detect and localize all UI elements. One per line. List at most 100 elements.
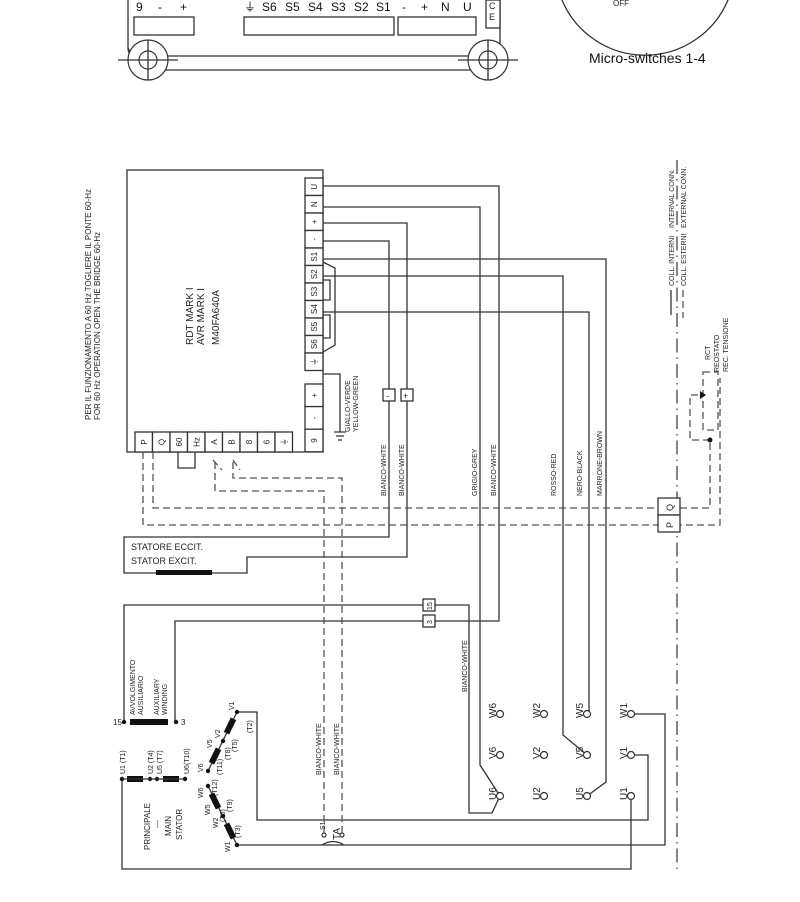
terminal-ground: ⏚ (274, 431, 294, 453)
stud-w2: W2 (532, 703, 549, 719)
label-v6: V6 (198, 763, 205, 772)
svg-text:+: + (310, 393, 319, 398)
label-v2: V2 (215, 729, 222, 738)
avr-model: M40FA640A (211, 290, 222, 345)
avr-board-top-view: 9 - + ⏚ S6 S5 S4 S3 S2 S1 - + N U C E (118, 0, 518, 81)
wire-label-white: BIANCO-WHITE (491, 444, 498, 496)
terminal-s5: S5 (285, 0, 300, 14)
marker-minus: - (386, 391, 389, 401)
ta-label: TA (332, 828, 343, 840)
svg-text:W6: W6 (488, 703, 499, 718)
aux-en-1: AUXILIARY (154, 678, 161, 715)
terminal-p: P (665, 522, 675, 528)
terminal-p-box (657, 514, 681, 533)
bridge-s1-s6 (322, 261, 336, 353)
label-t11: (T11) (217, 759, 224, 775)
stud-w1: W1 (619, 703, 636, 719)
stud-u6: U6 (488, 787, 505, 801)
stator-dash: — (153, 820, 162, 828)
bridge-s4-s5 (323, 314, 331, 339)
label-v5: V5 (207, 739, 214, 748)
terminal-s6: S6 (304, 334, 324, 354)
rheostat-en: REC. TENSIONE (723, 317, 730, 372)
exciter-en: STATOR EXCIT. (131, 556, 197, 566)
terminal-s3: S3 (304, 282, 324, 302)
switch-state: OFF (613, 0, 629, 8)
svg-text:⏚: ⏚ (310, 358, 319, 366)
wire-label-ta-2: BIANCO-WHITE (334, 723, 341, 775)
wire-label-exc-plus: BIANCO-WHITE (399, 444, 406, 496)
note-en: FOR 60 Hz OPERATION OPEN THE BRIDGE 60-H… (93, 232, 102, 420)
rheostat-arrow-icon (700, 391, 706, 399)
ta-s1: S1 (320, 821, 327, 830)
terminal-s3: S3 (331, 0, 346, 14)
stud-w5: W5 (575, 703, 592, 719)
wire-label-grey: GRIGIO-GREY (472, 448, 479, 496)
stator-en-1: MAIN (164, 816, 173, 836)
terminal-s1: S1 (304, 247, 324, 267)
aux-it-1: AVVOLGIMENTO (130, 659, 137, 715)
svg-text:V6: V6 (488, 746, 499, 759)
label-u6: U6(T10) (184, 748, 191, 774)
terminal-s2: S2 (354, 0, 369, 14)
aux-en-2: WINDING (162, 684, 169, 715)
avr-unit: RDT MARK I AVR MARK I M40FA640A UN+-S1S2… (126, 169, 324, 453)
svg-text:-: - (310, 238, 319, 241)
marker-plus: + (403, 391, 408, 401)
label-w1: W1 (225, 841, 232, 852)
bridge-s2-s3 (323, 279, 331, 301)
terminal-minus-2: - (402, 0, 406, 14)
label-t12: (T12) (212, 779, 219, 796)
terminal-8: 8 (239, 431, 259, 453)
label-t2: (T2) (247, 720, 254, 733)
legend-external-en: EXTERNAL CONN. (681, 167, 688, 228)
terminal-b: B (221, 431, 241, 453)
terminal-60: 60 (169, 431, 189, 453)
stud-w6: W6 (488, 703, 505, 719)
terminal-s2: S2 (304, 264, 324, 284)
svg-text:S4: S4 (310, 304, 319, 314)
side-label-e: E (489, 12, 495, 22)
mount-hole-right (458, 39, 518, 81)
svg-text:Q: Q (157, 439, 166, 445)
svg-text:S5: S5 (310, 321, 319, 331)
label-u2: U2 (T4) (148, 750, 155, 774)
svg-text:⏚: ⏚ (280, 438, 289, 446)
terminal-s5: S5 (304, 317, 324, 337)
terminal-n: N (441, 0, 450, 14)
label-t3: (T3) (235, 825, 242, 838)
svg-text:-: - (310, 416, 319, 419)
stud-v2: V2 (532, 746, 549, 760)
terminal-minus: - (158, 0, 162, 14)
terminal-plus-2: + (421, 0, 428, 14)
wires (121, 185, 666, 870)
svg-text:Hz: Hz (192, 437, 201, 447)
label-t6: (T6) (220, 809, 227, 822)
rheostat-code: RCT (705, 345, 712, 360)
terminal-minus: - (304, 405, 324, 430)
svg-text:9: 9 (310, 438, 319, 443)
terminal-minus: - (304, 229, 324, 249)
exciter-it: STATORE ECCIT. (131, 542, 203, 552)
wire-label-aux-white: BIANCO-WHITE (462, 640, 469, 692)
lower-right-terminal-strip: + - 9 (304, 383, 324, 453)
aux-it-2: AUSILIARIO (138, 675, 145, 715)
legend-internal-it: COLL. INTERNI (669, 236, 676, 286)
label-w5: W5 (205, 804, 212, 815)
terminal-6: 6 (256, 431, 276, 453)
exciter-winding-icon (156, 570, 212, 575)
micro-switches: OFF Micro-switches 1-4 (561, 0, 729, 66)
stud-u2: U2 (532, 787, 549, 801)
svg-text:V1: V1 (619, 746, 630, 759)
terminal-a: A (204, 431, 224, 453)
marker-15: 15 (427, 602, 434, 610)
terminal-9: 9 (136, 0, 143, 14)
label-v1: V1 (229, 701, 236, 710)
svg-text:S3: S3 (310, 286, 319, 296)
legend-external-it: COLL. ESTERNI (681, 233, 688, 286)
svg-text:W2: W2 (532, 703, 543, 718)
svg-text:U: U (310, 184, 319, 190)
ground-label-it: GIALLO-VERDE (345, 380, 352, 432)
